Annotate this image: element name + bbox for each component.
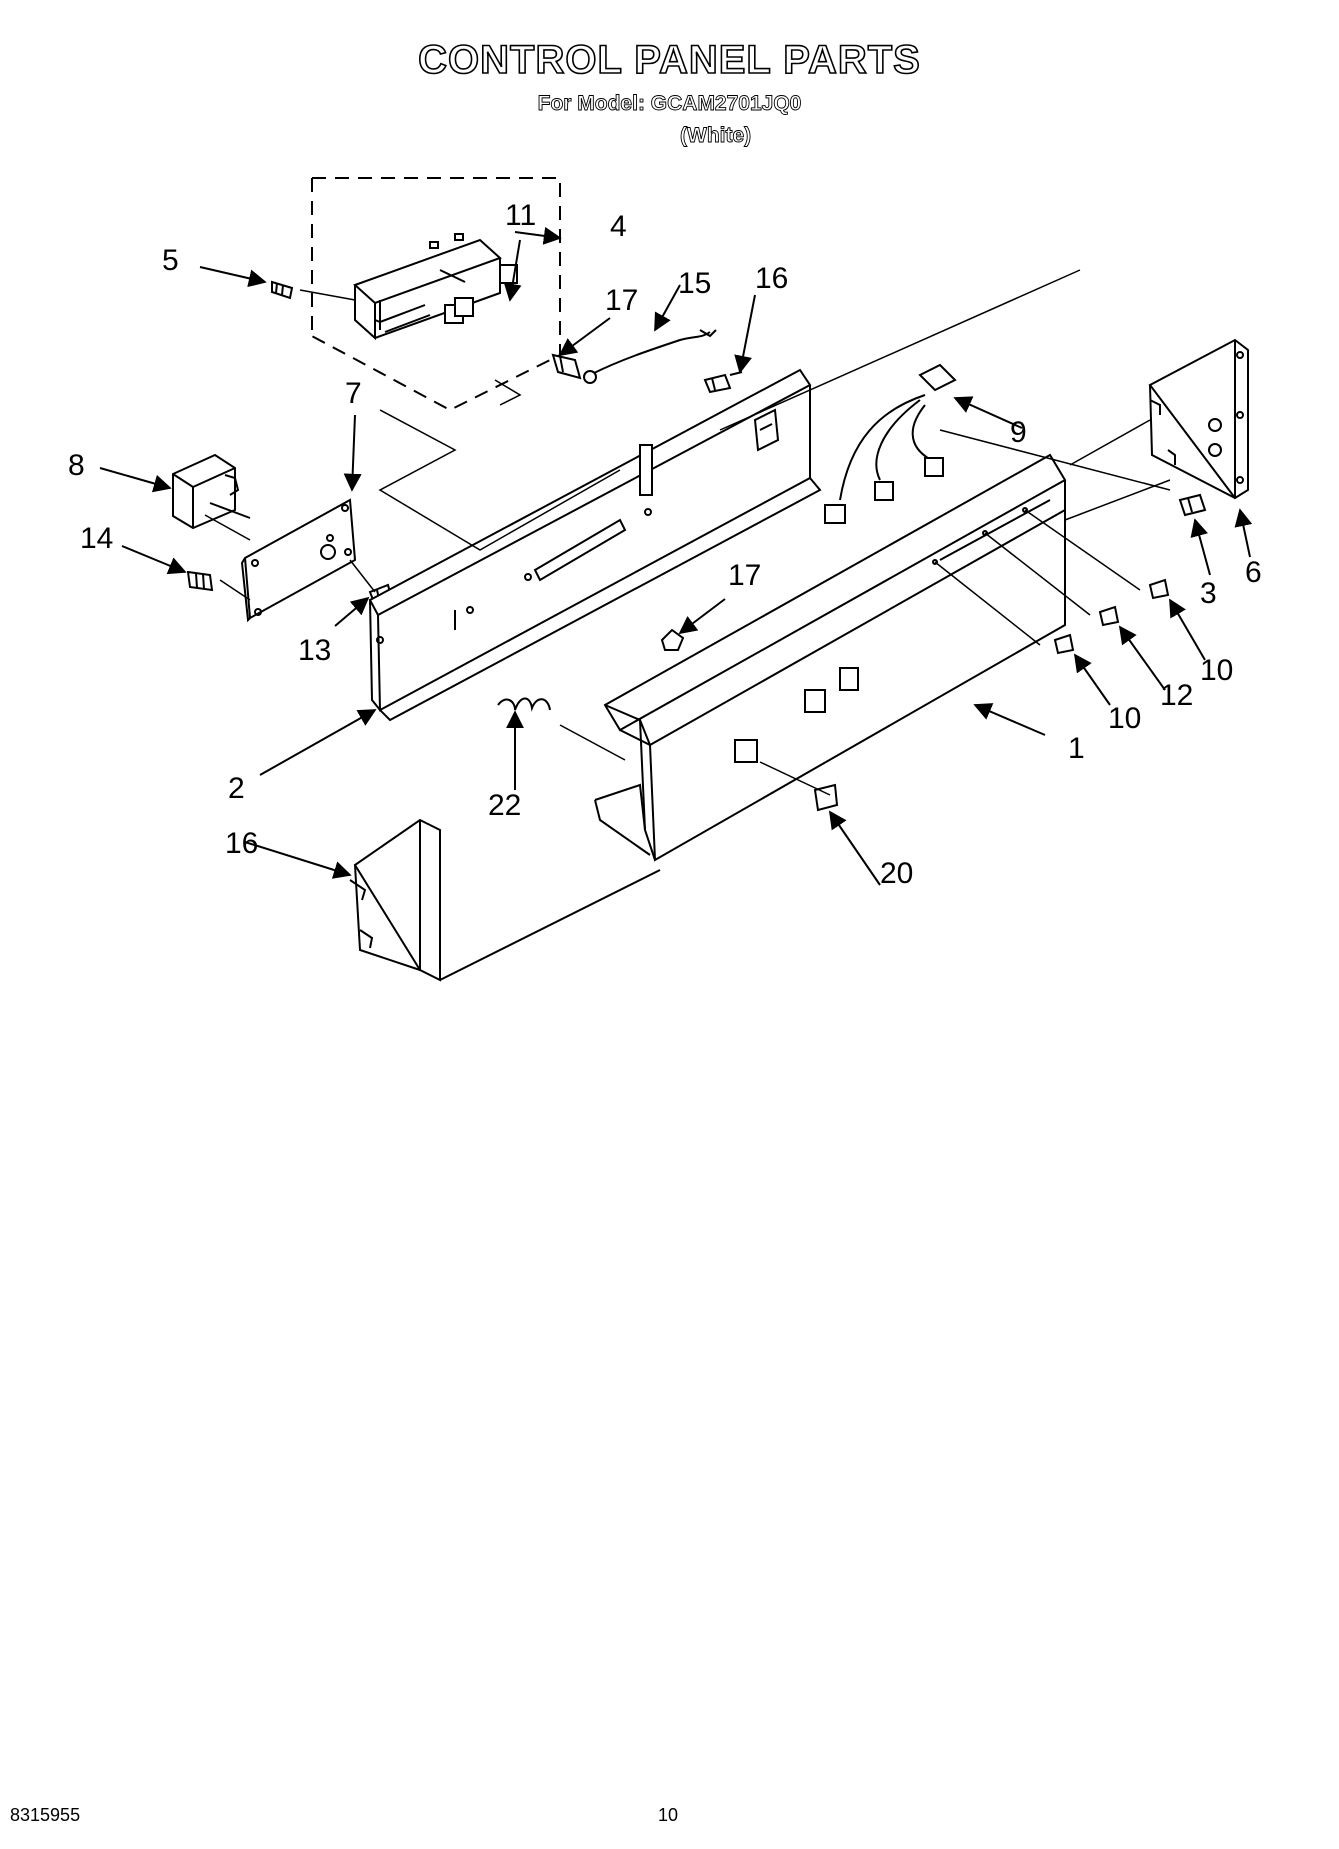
screw-5 [271,280,294,300]
callout-13: 13 [298,634,331,667]
callout-8: 8 [68,449,85,482]
ground-wire-15 [583,329,717,384]
color-variant: (White) [680,124,752,148]
end-cap-16 [349,818,661,982]
callout-numbers: 5 11 4 17 15 16 7 8 14 13 2 16 17 22 20 … [68,199,1262,890]
callout-22: 22 [488,789,521,822]
callout-arrows [99,226,1253,886]
callout-19: 17 [605,284,638,317]
control-board [353,233,518,341]
callout-1: 1 [1068,732,1085,765]
screw-10-upper [1148,578,1170,600]
page-number: 10 [658,1805,679,1825]
wire-harness-9 [824,363,957,524]
control-panel-frame-2 [368,368,822,722]
mounting-plate-7 [240,498,357,623]
callout-12: 11 [505,199,536,232]
screw-3 [1178,493,1207,517]
screw-11 [1098,605,1120,627]
document-number: 8315955 [10,1805,81,1825]
callout-14: 14 [80,522,113,555]
callout-9: 9 [1010,416,1027,449]
callout-6: 6 [1245,556,1262,589]
callout-10-lower: 10 [1108,702,1141,735]
callout-20: 20 [880,857,913,890]
end-cap-6 [1148,338,1249,500]
screw-10-lower [1053,633,1075,655]
callout-5: 5 [162,244,179,277]
transformer-8 [172,453,251,530]
screw-19 [551,353,582,380]
screw-18 [703,371,743,394]
callout-18: 16 [755,262,788,295]
control-panel-1 [594,453,1067,862]
callout-17: 17 [728,559,761,592]
callout-11: 12 [1160,679,1193,712]
callout-2: 2 [228,772,245,805]
callout-16: 16 [225,827,258,860]
callout-10-upper: 10 [1200,654,1233,687]
page-title: CONTROL PANEL PARTS [417,37,921,83]
callout-4: 4 [610,210,627,243]
callout-3: 3 [1200,577,1217,610]
callout-15: 15 [678,267,711,300]
clip-17 [660,628,685,651]
model-line: For Model: GCAM2701JQ0 [537,92,802,116]
clip-22 [497,697,551,712]
callout-7: 7 [345,377,362,410]
screw-14 [186,570,214,592]
leader-lines [204,269,1171,796]
